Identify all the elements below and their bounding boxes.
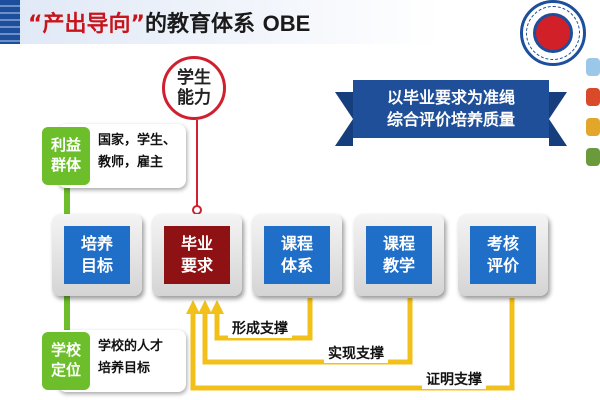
positioning-tag-line2: 定位 [50,361,81,379]
realize-support-arrow [202,298,413,365]
page-title: “产出导向”的教育体系 OBE [28,6,310,38]
flow-box-assessment: 考核 评价 [458,214,548,296]
realize-support-label: 实现支撑 [324,343,388,363]
flow-box-label: 考核 评价 [470,226,536,284]
title-quote-close: ” [130,12,145,37]
banner-line2: 综合评价培养质量 [386,110,515,129]
form-support-label: 形成支撑 [228,318,292,338]
arrowhead-icon [198,300,212,314]
ability-connector-dot [192,205,202,215]
title-obe: OBE [262,11,311,36]
side-deco-block [586,118,600,136]
stakeholders-line2: 教师，雇主 [98,155,164,170]
banner-ribbon: 以毕业要求为准绳 综合评价培养质量 [335,72,567,146]
title-highlight: 产出导向 [42,12,131,37]
positioning-line2: 培养目标 [98,361,151,376]
logo-emblem [533,13,573,53]
student-ability-circle: 学生 能力 [162,56,226,120]
flow-box-label: 课程 教学 [366,226,432,284]
flow-box-line1: 毕业 [180,234,213,253]
flow-box-label: 毕业 要求 [164,226,230,284]
flow-box-label: 课程 体系 [264,226,330,284]
flow-box-line1: 课程 [280,234,313,253]
stakeholders-tag-line2: 群体 [50,156,81,174]
flow-box-line2: 教学 [382,256,415,275]
logo-ring [526,6,580,60]
positioning-tag-line1: 学校 [50,341,81,359]
title-bar [0,0,520,44]
side-deco-block [586,88,600,106]
prove-support-arrow [190,298,515,391]
flow-box-line1: 培养 [80,234,113,253]
flow-box-line2: 体系 [280,256,313,275]
stakeholders-tag-line1: 利益 [50,136,81,154]
ribbon-tail-left [335,92,353,146]
title-rest: 的教育体系 [144,12,255,37]
arrowhead-icon [210,300,224,314]
flow-box-label: 培养 目标 [64,226,130,284]
flow-box-curriculum-system: 课程 体系 [252,214,342,296]
prove-support-label: 证明支撑 [422,369,486,389]
side-decoration [584,46,600,186]
positioning-tag: 学校 定位 [42,332,90,390]
flow-box-course-teaching: 课程 教学 [354,214,444,296]
banner-text: 以毕业要求为准绳 综合评价培养质量 [353,80,549,138]
banner-line1: 以毕业要求为准绳 [386,88,515,107]
flow-box-line1: 考核 [486,234,519,253]
flow-box-line2: 目标 [80,256,113,275]
ribbon-tail-right [549,92,567,146]
university-logo-icon [520,0,586,66]
support-arrows [190,298,515,391]
arrowhead-icon [186,300,200,314]
side-deco-block [586,148,600,166]
ability-line1: 学生 [177,68,211,88]
flow-box-line2: 评价 [486,256,519,275]
ability-line2: 能力 [177,88,211,108]
side-deco-block [586,58,600,76]
support-arrowheads [186,300,224,314]
stakeholders-tag: 利益 群体 [42,127,90,185]
title-quote-open: “ [28,12,43,37]
flow-box-line2: 要求 [180,256,213,275]
flow-box-line1: 课程 [382,234,415,253]
stakeholders-line1: 国家，学生、 [98,133,177,148]
flow-box-training-goal: 培养 目标 [52,214,142,296]
form-support-arrow [214,298,313,341]
positioning-line1: 学校的人才 [98,339,164,354]
flow-box-graduation-requirements: 毕业 要求 [152,214,242,296]
